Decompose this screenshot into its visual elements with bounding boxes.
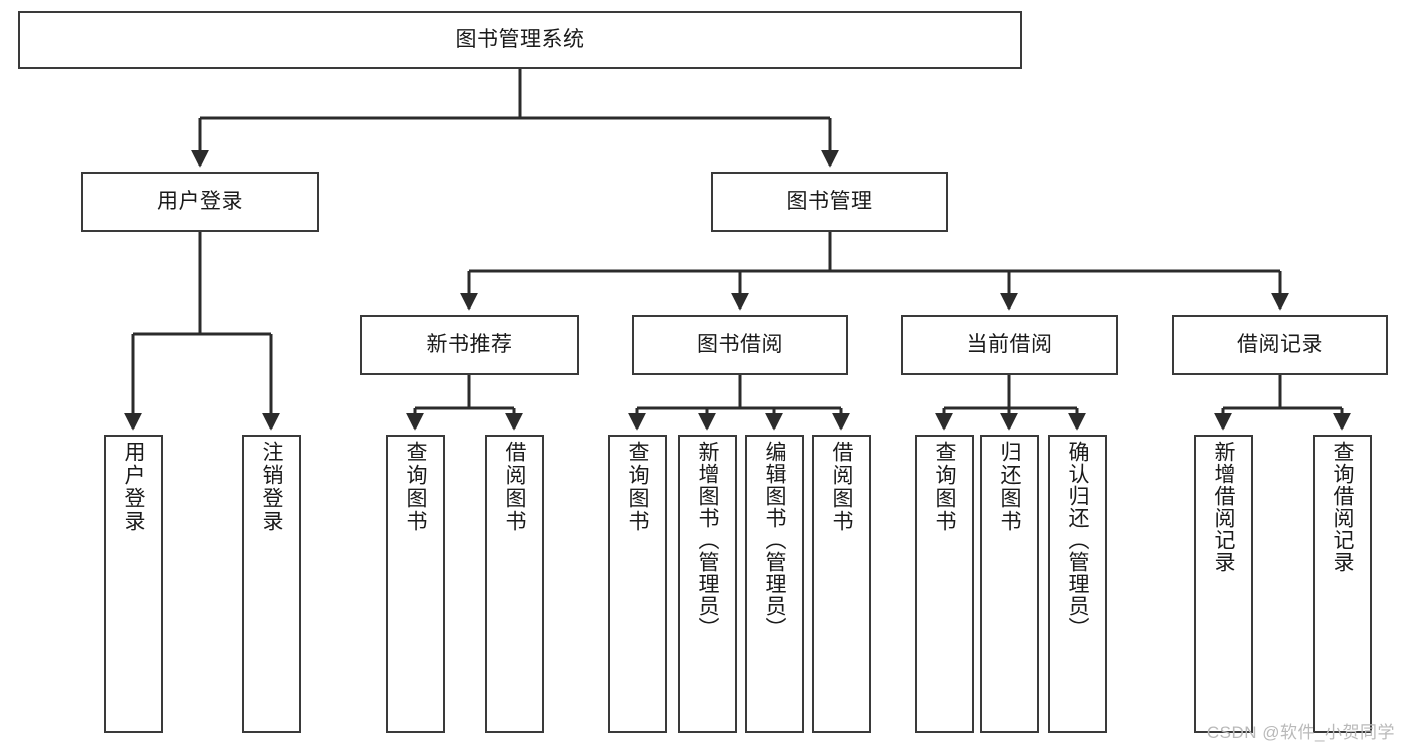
node-leaf-query-book-3[interactable]: 查询图书 xyxy=(915,435,974,733)
node-leaf-borrow-book-2[interactable]: 借阅图书 xyxy=(812,435,871,733)
node-root[interactable]: 图书管理系统 xyxy=(18,11,1022,69)
node-leaf-query-record[interactable]: 查询借阅记录 xyxy=(1313,435,1372,733)
node-book-borrow[interactable]: 图书借阅 xyxy=(632,315,848,375)
node-leaf-borrow-book-2-label: 借阅图书 xyxy=(830,441,853,533)
node-leaf-user-login-label: 用户登录 xyxy=(122,441,145,533)
node-leaf-query-book-3-label: 查询图书 xyxy=(933,441,956,533)
node-leaf-return-book-label: 归还图书 xyxy=(998,441,1021,533)
node-leaf-query-book-1[interactable]: 查询图书 xyxy=(386,435,445,733)
node-leaf-add-book[interactable]: 新增图书（管理员） xyxy=(678,435,737,733)
node-leaf-borrow-book-1[interactable]: 借阅图书 xyxy=(485,435,544,733)
node-user-login[interactable]: 用户登录 xyxy=(81,172,319,232)
node-new-book-rec[interactable]: 新书推荐 xyxy=(360,315,579,375)
node-leaf-query-book-2[interactable]: 查询图书 xyxy=(608,435,667,733)
node-leaf-add-record-label: 新增借阅记录 xyxy=(1212,441,1235,573)
node-leaf-return-book[interactable]: 归还图书 xyxy=(980,435,1039,733)
node-leaf-edit-book[interactable]: 编辑图书（管理员） xyxy=(745,435,804,733)
node-borrow-record-label: 借阅记录 xyxy=(1237,332,1323,356)
node-current-borrow-label: 当前借阅 xyxy=(966,332,1053,356)
node-borrow-record[interactable]: 借阅记录 xyxy=(1172,315,1388,375)
node-leaf-edit-book-label: 编辑图书（管理员） xyxy=(763,441,786,639)
node-leaf-query-book-2-label: 查询图书 xyxy=(626,441,649,533)
node-leaf-user-login[interactable]: 用户登录 xyxy=(104,435,163,733)
node-leaf-query-book-1-label: 查询图书 xyxy=(404,441,427,533)
csdn-watermark: CSDN @软件_小贺同学 xyxy=(1206,723,1395,742)
node-leaf-borrow-book-1-label: 借阅图书 xyxy=(503,441,526,533)
node-leaf-add-record[interactable]: 新增借阅记录 xyxy=(1194,435,1253,733)
node-book-manage[interactable]: 图书管理 xyxy=(711,172,948,232)
node-leaf-logout-label: 注销登录 xyxy=(260,441,283,533)
node-root-label: 图书管理系统 xyxy=(455,27,585,51)
node-new-book-rec-label: 新书推荐 xyxy=(426,332,513,356)
node-current-borrow[interactable]: 当前借阅 xyxy=(901,315,1118,375)
node-user-login-label: 用户登录 xyxy=(157,189,243,213)
node-leaf-confirm-return[interactable]: 确认归还（管理员） xyxy=(1048,435,1107,733)
node-leaf-query-record-label: 查询借阅记录 xyxy=(1331,441,1354,573)
node-leaf-logout[interactable]: 注销登录 xyxy=(242,435,301,733)
node-book-borrow-label: 图书借阅 xyxy=(697,332,783,356)
node-leaf-add-book-label: 新增图书（管理员） xyxy=(696,441,719,639)
node-leaf-confirm-return-label: 确认归还（管理员） xyxy=(1066,441,1089,639)
node-book-manage-label: 图书管理 xyxy=(786,189,873,213)
